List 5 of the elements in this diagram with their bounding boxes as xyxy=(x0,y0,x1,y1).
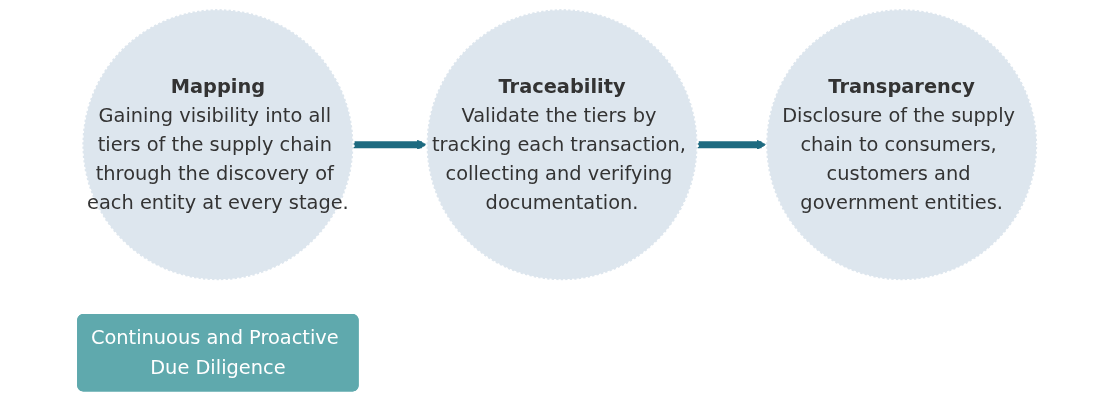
node-circle: Traceability Validate the tiers by tracking each transaction, collecting and verifying documentation. xyxy=(425,7,699,282)
arrow xyxy=(697,139,767,150)
node-circle: Transparency Disclosure of the supply chain to consumers, customers and government entities. xyxy=(764,7,1039,282)
node-circle: Mapping Gaining visibility into all tiers of the supply chain through the discovery of each entity at every stage. xyxy=(81,7,355,282)
arrow xyxy=(353,139,427,150)
